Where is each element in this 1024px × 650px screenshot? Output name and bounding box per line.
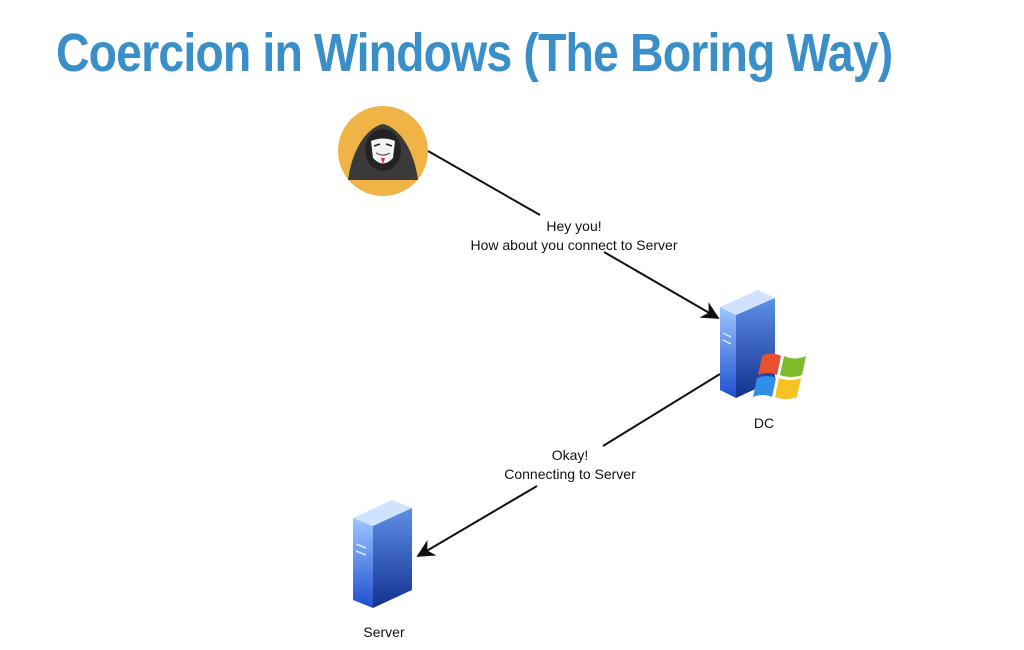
edge-label-line: Hey you! xyxy=(546,218,601,234)
server-windows-icon xyxy=(720,290,806,399)
edge-label-line: Connecting to Server xyxy=(504,466,636,482)
edge-dc-to-server: Okay! Connecting to Server xyxy=(416,373,721,557)
edge-attacker-to-dc: Hey you! How about you connect to Server xyxy=(427,150,720,319)
windows-logo-icon xyxy=(753,353,806,399)
server-label: Server xyxy=(363,624,405,640)
server-icon xyxy=(353,500,412,608)
edge-label-line: How about you connect to Server xyxy=(470,237,677,253)
dc-label: DC xyxy=(754,415,774,431)
edge-label-line: Okay! xyxy=(552,447,589,463)
slide-title: Coercion in Windows (The Boring Way) xyxy=(56,23,893,83)
hacker-avatar-icon xyxy=(338,106,428,196)
